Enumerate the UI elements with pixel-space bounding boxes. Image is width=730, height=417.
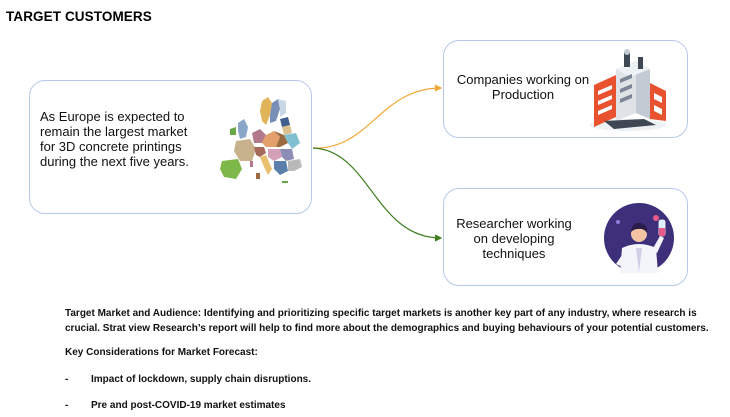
factory-building-icon: [590, 49, 666, 131]
companies-text: Companies working on Production: [456, 72, 590, 102]
researcher-text: Researcher working on developing techniq…: [456, 216, 572, 261]
target-market-paragraph: Target Market and Audience: Identifying …: [65, 308, 709, 334]
connector-to-companies: [312, 84, 443, 149]
connector-to-researcher: [312, 147, 443, 242]
companies-card: Companies working on Production: [443, 40, 688, 138]
key-considerations-heading: Key Considerations for Market Forecast:: [65, 347, 258, 358]
bullet-dash: -: [65, 374, 69, 385]
bullet-dash: -: [65, 400, 69, 411]
scientist-icon: [604, 203, 674, 273]
europe-market-card: As Europe is expected to remain the larg…: [29, 80, 312, 214]
bullet-text: Pre and post-COVID-19 market estimates: [91, 400, 286, 411]
bullet-text: Impact of lockdown, supply chain disrupt…: [91, 374, 312, 385]
researcher-card: Researcher working on developing techniq…: [443, 188, 688, 286]
europe-market-text: As Europe is expected to remain the larg…: [40, 109, 189, 169]
page-title: TARGET CUSTOMERS: [6, 9, 152, 24]
europe-map-icon: [220, 97, 302, 183]
